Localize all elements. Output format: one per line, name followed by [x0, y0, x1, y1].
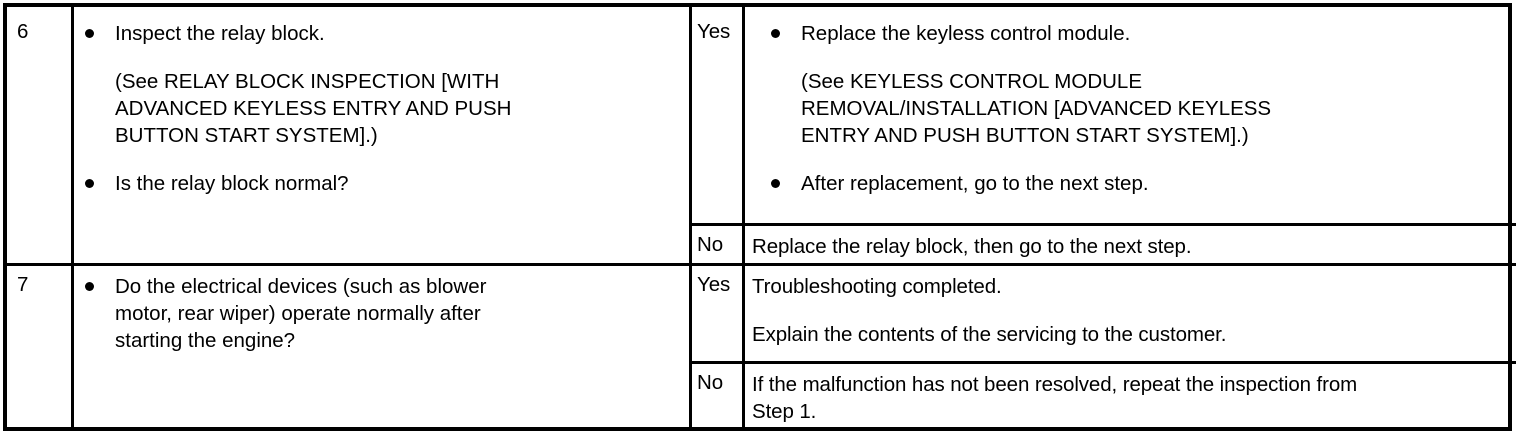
- step7-action-yes-text-2: Explain the contents of the servicing to…: [752, 323, 1227, 346]
- step7-bullet-1-text: Do the electrical devices (such as blowe…: [115, 275, 487, 352]
- step7-action-no-text: If the malfunction has not been resolved…: [752, 373, 1358, 423]
- bullet-dot-icon: [85, 282, 94, 291]
- row-rule-step7-yes-no: [689, 361, 1516, 364]
- step6-bullet-2-text: Is the relay block normal?: [115, 172, 349, 195]
- table-grid: 6 Inspect the relay block. (See RELAY BL…: [7, 7, 1516, 428]
- step-number-7: 7: [17, 273, 29, 296]
- step6-yes-bullet-1-text: Replace the keyless control module.: [801, 22, 1131, 45]
- step6-inspection-note: (See RELAY BLOCK INSPECTION [WITH ADVANC…: [115, 70, 512, 147]
- step7-bullet-1: Do the electrical devices (such as blowe…: [85, 273, 680, 354]
- step6-bullet-1: Inspect the relay block.: [85, 20, 680, 47]
- step6-inspection-cell: Inspect the relay block. (See RELAY BLOC…: [85, 20, 680, 197]
- column-rule-step: [71, 7, 74, 428]
- row-rule-step6-step7: [7, 263, 1516, 266]
- bullet-dot-icon: [85, 179, 94, 188]
- step7-result-label-no: No: [697, 371, 724, 394]
- step7-result-label-yes: Yes: [697, 273, 731, 296]
- bullet-dot-icon: [771, 179, 780, 188]
- step6-result-label-yes: Yes: [697, 20, 731, 43]
- step6-bullet-1-text: Inspect the relay block.: [115, 22, 325, 45]
- step6-action-yes-cell: Replace the keyless control module. (See…: [756, 20, 1501, 197]
- step6-yes-bullet-2-text: After replacement, go to the next step.: [801, 172, 1149, 195]
- step6-action-no-text: Replace the relay block, then go to the …: [752, 235, 1192, 258]
- step6-bullet-2: Is the relay block normal?: [85, 170, 680, 197]
- bullet-dot-icon: [771, 29, 780, 38]
- column-rule-result: [689, 7, 692, 428]
- step6-yes-bullet-2: After replacement, go to the next step.: [756, 170, 1501, 197]
- step7-action-yes-text: Troubleshooting completed.: [752, 275, 1002, 298]
- step6-result-label-no: No: [697, 233, 724, 256]
- row-rule-step6-yes-no: [689, 223, 1516, 226]
- column-rule-action: [742, 7, 745, 428]
- bullet-dot-icon: [85, 29, 94, 38]
- step7-inspection-cell: Do the electrical devices (such as blowe…: [85, 273, 680, 354]
- step6-yes-bullet-1: Replace the keyless control module.: [756, 20, 1501, 47]
- troubleshooting-table: 6 Inspect the relay block. (See RELAY BL…: [3, 3, 1516, 431]
- step-number-6: 6: [17, 20, 29, 43]
- step6-yes-note: (See KEYLESS CONTROL MODULE REMOVAL/INST…: [801, 70, 1272, 147]
